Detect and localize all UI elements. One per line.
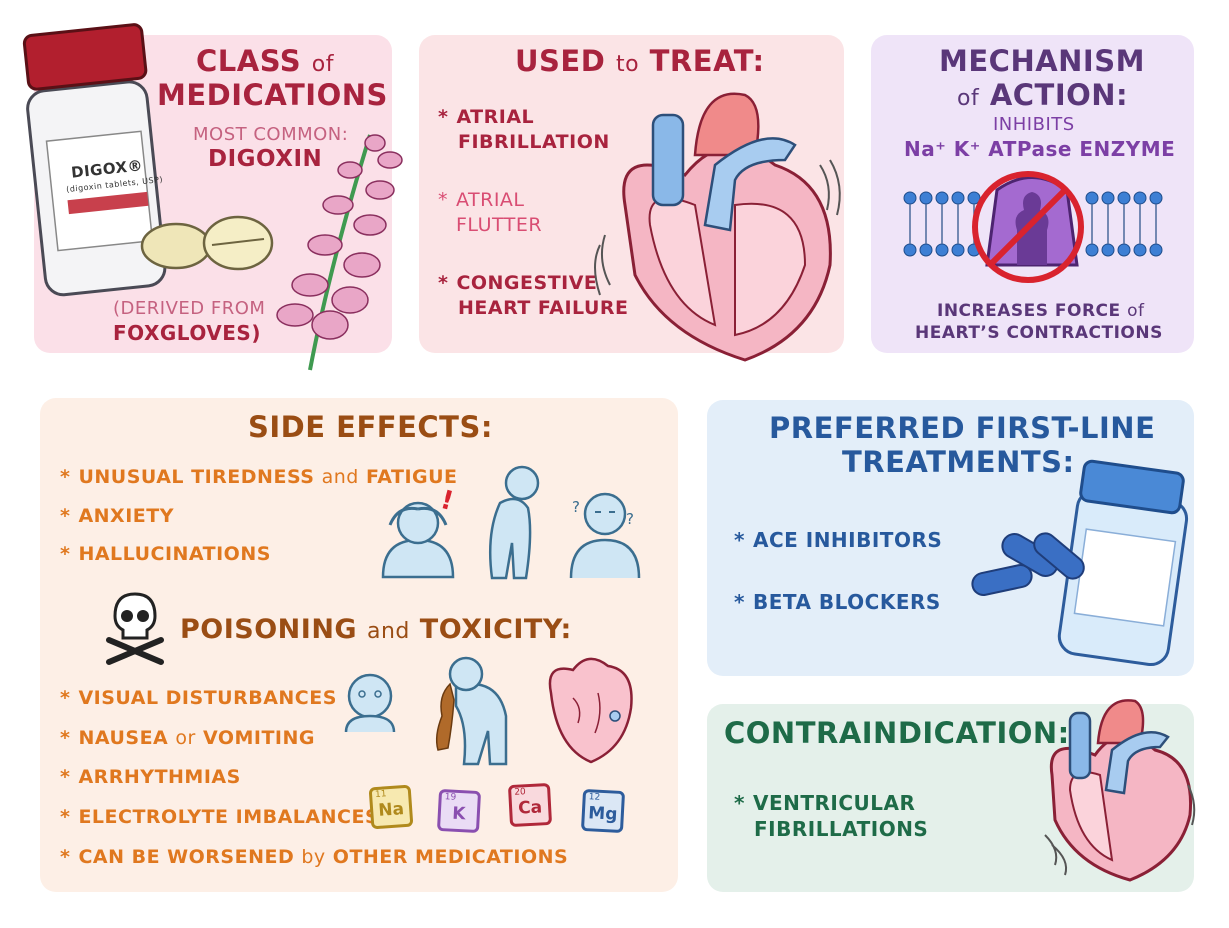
- side-item: *UNUSUAL TIREDNESS and FATIGUE: [60, 466, 458, 488]
- question-mark-right: ?: [626, 510, 635, 528]
- poison-item: *ARRHYTHMIAS: [60, 766, 241, 788]
- class-title-line2: MEDICATIONS: [157, 78, 388, 112]
- most-common-label: MOST COMMON:: [193, 124, 349, 145]
- treat-item-1-line2: FIBRILLATION: [458, 131, 610, 153]
- treat-item-2-line1: *ATRIAL: [438, 189, 525, 211]
- derived-line1: (DERIVED FROM: [113, 298, 266, 319]
- tired-figure-icon: [488, 465, 540, 580]
- skull-crossbones-icon: [106, 592, 164, 665]
- mech-title-line1: MECHANISM: [939, 44, 1145, 78]
- fibrillating-heart-icon: [1044, 699, 1196, 882]
- foxglove-flower-icon: [276, 134, 403, 371]
- capsule-icon: [971, 532, 1085, 596]
- heart-icon: [594, 92, 841, 362]
- pref-title-line1: PREFERRED FIRST-LINE: [769, 411, 1156, 445]
- inhibits-label: INHIBITS: [993, 114, 1075, 135]
- no-symbol-icon: [972, 171, 1084, 283]
- poison-item: *CAN BE WORSENED by OTHER MEDICATIONS: [60, 846, 569, 868]
- poison-item: *ELECTROLYTE IMBALANCES: [60, 806, 380, 828]
- headache-figure-icon: [381, 501, 455, 579]
- pref-item: *BETA BLOCKERS: [734, 590, 941, 614]
- contra-item-line1: *VENTRICULAR: [734, 791, 916, 815]
- enzyme-label: Na⁺ K⁺ ATPase ENZYME: [904, 137, 1176, 161]
- confused-figure-icon: [569, 492, 641, 579]
- contra-item-line2: FIBRILLATIONS: [754, 817, 929, 841]
- visual-figure-icon: [344, 673, 396, 733]
- poison-item: *NAUSEA or VOMITING: [60, 727, 315, 749]
- increases-line1: INCREASES FORCE of: [937, 301, 1145, 321]
- question-mark-left: ?: [572, 498, 581, 516]
- treat-item-3-line1: *CONGESTIVE: [438, 272, 598, 294]
- drug-name: DIGOXIN: [208, 146, 323, 172]
- side-item: *ANXIETY: [60, 505, 174, 527]
- side-item: *HALLUCINATIONS: [60, 543, 271, 565]
- treat-title: USED to TREAT:: [515, 44, 765, 78]
- pref-item: *ACE INHIBITORS: [734, 528, 943, 552]
- treat-item-2-line2: FLUTTER: [456, 214, 543, 236]
- side-title: SIDE EFFECTS:: [248, 410, 493, 444]
- poison-title: POISONING and TOXICITY:: [180, 614, 572, 645]
- tablet-icon: [140, 215, 274, 271]
- pref-title-line2: TREATMENTS:: [842, 445, 1075, 479]
- poison-item: *VISUAL DISTURBANCES: [60, 687, 337, 709]
- arrhythmic-heart-icon: [548, 657, 633, 764]
- increases-line2: HEART’S CONTRACTIONS: [915, 323, 1163, 343]
- derived-line2: FOXGLOVES): [113, 321, 261, 345]
- pill-bottle-icon: [22, 23, 167, 297]
- mech-title-line2: of ACTION:: [957, 78, 1129, 112]
- vomiting-figure-icon: [435, 656, 508, 766]
- class-title-line1: CLASS of: [196, 44, 335, 78]
- treat-item-1-line1: *ATRIAL: [438, 106, 535, 128]
- treat-item-3-line2: HEART FAILURE: [458, 297, 629, 319]
- contra-title: CONTRAINDICATION:: [724, 716, 1070, 750]
